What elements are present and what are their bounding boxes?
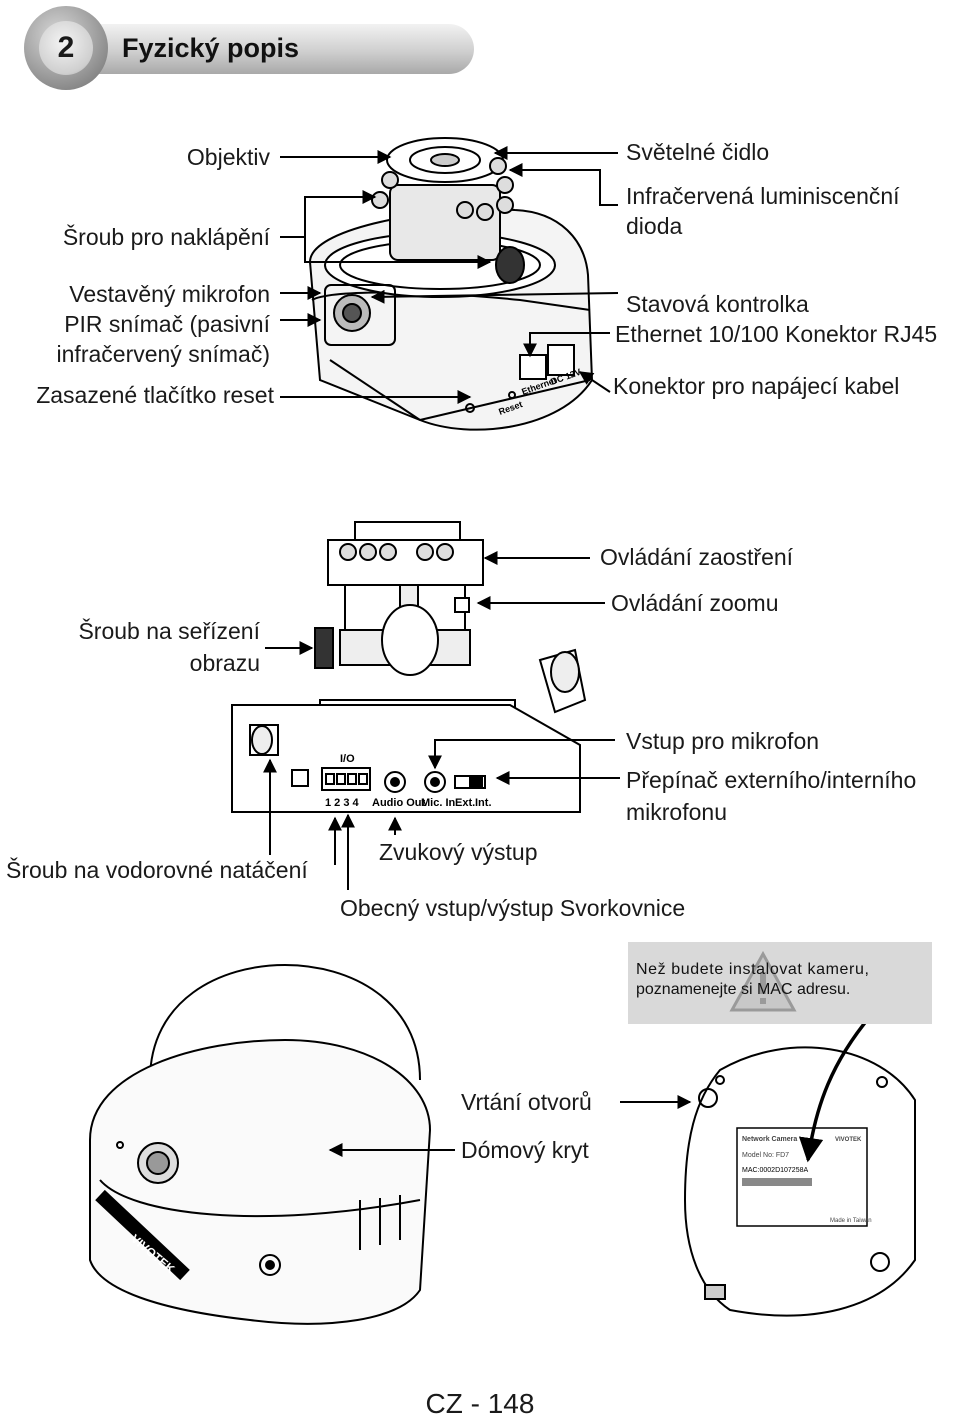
label-audio-out: Zvukový výstup bbox=[379, 839, 538, 865]
section-header: 2 Fyzický popis bbox=[24, 6, 474, 90]
label-status-led: Stavová kontrolka bbox=[626, 291, 809, 317]
label-power: Konektor pro napájecí kabel bbox=[613, 373, 900, 399]
figure3-callouts bbox=[328, 1003, 882, 1163]
sticker-origin: Made in Taiwan bbox=[830, 1218, 872, 1224]
section-title: Fyzický popis bbox=[122, 33, 300, 63]
sticker-brand: VIVOTEK bbox=[835, 1137, 862, 1143]
label-pir-1: PIR snímač (pasivní bbox=[64, 311, 270, 337]
mac-notice: Než budete instalovat kameru, poznamenej… bbox=[628, 942, 932, 1024]
sticker-title: Network Camera bbox=[742, 1136, 797, 1143]
notice-line-1: Než budete instalovat kameru, bbox=[636, 961, 870, 978]
label-lens: Objektiv bbox=[186, 144, 270, 170]
figure1-callouts bbox=[280, 146, 619, 404]
ext-panel-label: Ext. bbox=[455, 797, 475, 809]
label-switch-2: mikrofonu bbox=[626, 799, 727, 825]
mac-sticker: Network Camera VIVOTEK Model No: FD7 MAC… bbox=[742, 1136, 872, 1224]
camera-side-drawing bbox=[231, 521, 587, 813]
section-number-badge: 2 bbox=[24, 6, 108, 90]
label-holes: Vrtání otvorů bbox=[461, 1089, 592, 1115]
section-number: 2 bbox=[39, 21, 93, 75]
label-mic: Vestavěný mikrofon bbox=[69, 281, 270, 307]
int-panel-label: Int. bbox=[475, 797, 492, 809]
notice-line-2: poznamenejte si MAC adresu. bbox=[636, 981, 851, 998]
label-image-adjust-1: Šroub na seřízení bbox=[78, 618, 260, 644]
label-ir-led-2: dioda bbox=[626, 213, 683, 239]
label-tilt-screw: Šroub pro naklápění bbox=[62, 224, 270, 250]
io-pins-label: 1 2 3 4 bbox=[325, 797, 360, 809]
figure2-callouts bbox=[263, 551, 620, 890]
dome-drawing bbox=[89, 963, 432, 1325]
sticker-mac: MAC:0002D107258A bbox=[742, 1167, 808, 1174]
page-number: CZ - 148 bbox=[425, 1388, 535, 1419]
camera-top-drawing bbox=[308, 137, 594, 431]
label-image-adjust-2: obrazu bbox=[189, 650, 260, 676]
sticker-model: Model No: FD7 bbox=[742, 1152, 789, 1159]
io-label: I/O bbox=[340, 753, 355, 765]
label-switch-1: Přepínač externího/interního bbox=[626, 767, 917, 793]
label-mic-in: Vstup pro mikrofon bbox=[626, 728, 820, 754]
label-focus: Ovládání zaostření bbox=[600, 544, 794, 570]
label-pan-screw: Šroub na vodorovné natáčení bbox=[6, 857, 308, 883]
header-pill bbox=[70, 24, 474, 74]
io-panel-labels: I/O 1 2 3 4 Audio Out Mic. In Ext. Int. bbox=[325, 753, 492, 809]
label-gpio: Obecný vstup/výstup Svorkovnice bbox=[340, 895, 686, 921]
label-pir-2: infračervený snímač) bbox=[56, 341, 270, 367]
label-dome: Dómový kryt bbox=[461, 1137, 589, 1163]
label-zoom: Ovládání zoomu bbox=[611, 590, 779, 616]
label-ir-led-1: Infračervená luminiscenční bbox=[626, 183, 900, 209]
audio-out-panel-label: Audio Out bbox=[372, 797, 425, 809]
label-reset: Zasazené tlačítko reset bbox=[36, 382, 274, 408]
mic-in-panel-label: Mic. In bbox=[421, 797, 456, 809]
warning-icon bbox=[729, 950, 797, 1012]
label-light-sensor: Světelné čidlo bbox=[626, 139, 770, 165]
label-ethernet: Ethernet 10/100 Konektor RJ45 bbox=[615, 321, 938, 347]
